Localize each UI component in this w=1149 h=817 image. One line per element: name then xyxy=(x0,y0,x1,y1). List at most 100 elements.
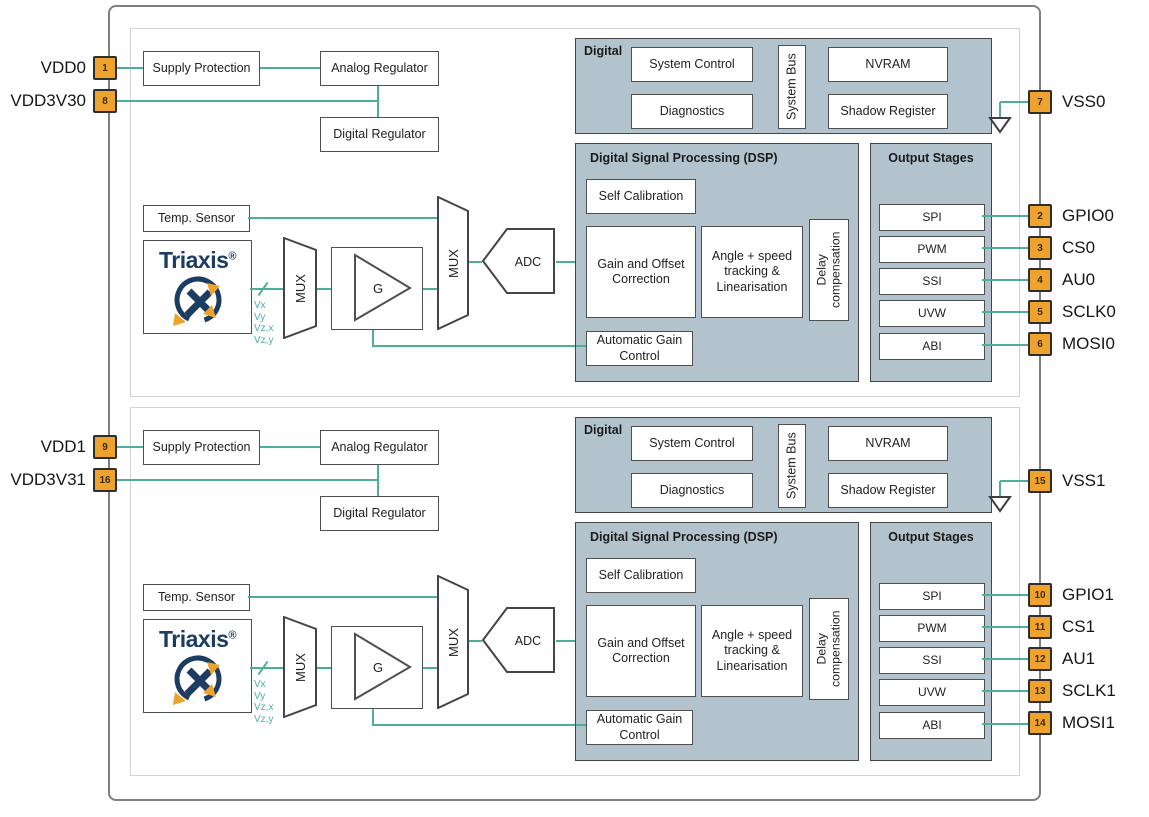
pin-number-sclk: 13 xyxy=(1028,679,1052,703)
adc-label: ADC xyxy=(514,633,542,648)
amplifier-triangle xyxy=(354,253,412,322)
wire-gain-mux2 xyxy=(423,667,437,669)
wire-uvw-pin xyxy=(982,690,1028,692)
wire-tempsensor-mux xyxy=(248,596,440,598)
pin-label-sclk: SCLK1 xyxy=(1062,681,1116,700)
pin-label-vdd3v3: VDD3V31 xyxy=(10,470,86,489)
dsp-block: Digital Signal Processing (DSP) Self Cal… xyxy=(575,143,859,382)
mux1-trapezoid xyxy=(283,237,317,339)
pin-number-gpio: 10 xyxy=(1028,583,1052,607)
gain-offset-correction-box: Gain and Offset Correction xyxy=(586,226,696,318)
triaxis-logo-text: Triaxis® xyxy=(159,626,236,652)
digital-block-title: Digital xyxy=(584,44,623,58)
temp-sensor-box: Temp. Sensor xyxy=(143,205,250,232)
pin-number-cs: 3 xyxy=(1028,236,1052,260)
mux2-trapezoid xyxy=(437,575,469,709)
pin-number-vdd3v3: 16 xyxy=(93,468,117,492)
wire-adc-dsp xyxy=(556,640,576,642)
self-calibration-box: Self Calibration xyxy=(586,179,696,214)
self-calibration-box: Self Calibration xyxy=(586,558,696,593)
wire-mux1-gain xyxy=(317,288,331,290)
gain-label: G xyxy=(372,281,384,296)
diagnostics-box: Diagnostics xyxy=(631,473,753,508)
adc-label: ADC xyxy=(514,254,542,269)
pin-label-cs: CS0 xyxy=(1062,238,1096,257)
pin-label-gpio: GPIO0 xyxy=(1062,206,1114,225)
wire-agc-feedback-v xyxy=(372,709,374,726)
wire-supply-analogreg xyxy=(258,67,320,69)
wire-mux1-gain xyxy=(317,667,331,669)
delay-compensation-box: Delay compensation xyxy=(809,598,849,700)
dsp-block-title: Digital Signal Processing (DSP) xyxy=(590,530,778,544)
mux2-trapezoid xyxy=(437,196,469,330)
wire-vss-h xyxy=(1000,480,1028,482)
pin-label-mosi: MOSI1 xyxy=(1062,713,1115,732)
wire-agc-feedback-h xyxy=(372,724,575,726)
adc: ADC xyxy=(482,228,556,295)
supply-protection-box: Supply Protection xyxy=(143,430,260,465)
output-stages-block: Output Stages SPI PWM SSI UVW ABI xyxy=(870,143,992,382)
digital-regulator-box: Digital Regulator xyxy=(320,117,439,152)
triaxis-sensor-box: Triaxis® xyxy=(143,619,252,713)
system-control-box: System Control xyxy=(631,426,753,461)
ground-symbol-icon xyxy=(988,496,1012,513)
wire-vss-h xyxy=(1000,101,1028,103)
mux1-trapezoid xyxy=(283,616,317,718)
shadow-register-box: Shadow Register xyxy=(828,473,948,508)
ground-symbol-icon xyxy=(988,117,1012,134)
analog-regulator-box: Analog Regulator xyxy=(320,430,439,465)
wire-vdd3v3-regulators xyxy=(117,100,379,102)
pin-label-au: AU0 xyxy=(1062,270,1096,289)
mux2: MUX xyxy=(437,196,469,330)
wire-agc-feedback-h xyxy=(372,345,575,347)
output-stages-block: Output Stages SPI PWM SSI UVW ABI xyxy=(870,522,992,761)
automatic-gain-control-box: Automatic Gain Control xyxy=(586,710,693,745)
gain-offset-correction-box: Gain and Offset Correction xyxy=(586,605,696,697)
gain-label: G xyxy=(372,660,384,675)
pin-number-vdd: 1 xyxy=(93,56,117,80)
ssi-box: SSI xyxy=(879,268,985,295)
wire-ssi-pin xyxy=(982,658,1028,660)
wire-ssi-pin xyxy=(982,279,1028,281)
output-stages-title: Output Stages xyxy=(888,151,974,165)
pin-label-gpio: GPIO1 xyxy=(1062,585,1114,604)
gain-amplifier-box: G xyxy=(331,247,423,330)
pin-number-vss: 7 xyxy=(1028,90,1052,114)
digital-block: Digital System Control Diagnostics Syste… xyxy=(575,38,992,134)
pin-label-vdd: VDD0 xyxy=(40,58,86,77)
uvw-box: UVW xyxy=(879,300,985,327)
wire-spi-pin xyxy=(982,215,1028,217)
dsp-block: Digital Signal Processing (DSP) Self Cal… xyxy=(575,522,859,761)
adc-pentagon xyxy=(482,607,555,673)
pin-label-sclk: SCLK0 xyxy=(1062,302,1116,321)
wire-vdd-supply xyxy=(117,446,143,448)
wire-tempsensor-mux xyxy=(248,217,440,219)
spi-box: SPI xyxy=(879,583,985,610)
delay-compensation-box: Delay compensation xyxy=(809,219,849,321)
pin-number-au: 4 xyxy=(1028,268,1052,292)
pin-label-cs: CS1 xyxy=(1062,617,1096,636)
temp-sensor-box: Temp. Sensor xyxy=(143,584,250,611)
chip-package-outline xyxy=(108,5,1041,801)
die-outline xyxy=(130,28,1020,397)
output-stages-title: Output Stages xyxy=(888,530,974,544)
diagnostics-box: Diagnostics xyxy=(631,94,753,129)
dsp-block-title: Digital Signal Processing (DSP) xyxy=(590,151,778,165)
die-outline xyxy=(130,407,1020,776)
pin-label-vdd: VDD1 xyxy=(40,437,86,456)
signal-labels: Vx Vy Vz,x Vz,y xyxy=(254,679,274,725)
wire-abi-pin xyxy=(982,723,1028,725)
digital-regulator-box: Digital Regulator xyxy=(320,496,439,531)
shadow-register-box: Shadow Register xyxy=(828,94,948,129)
triaxis-crossed-arrows-icon xyxy=(173,655,222,705)
nvram-box: NVRAM xyxy=(828,426,948,461)
wire-mux2-adc xyxy=(469,261,482,263)
pin-number-vdd: 9 xyxy=(93,435,117,459)
gain-amplifier-box: G xyxy=(331,626,423,709)
automatic-gain-control-box: Automatic Gain Control xyxy=(586,331,693,366)
wire-vss-v xyxy=(999,481,1001,496)
signal-labels: Vx Vy Vz,x Vz,y xyxy=(254,300,274,346)
triaxis-crossed-arrows-icon xyxy=(173,276,222,326)
wire-triaxis-mux1 xyxy=(250,667,285,669)
